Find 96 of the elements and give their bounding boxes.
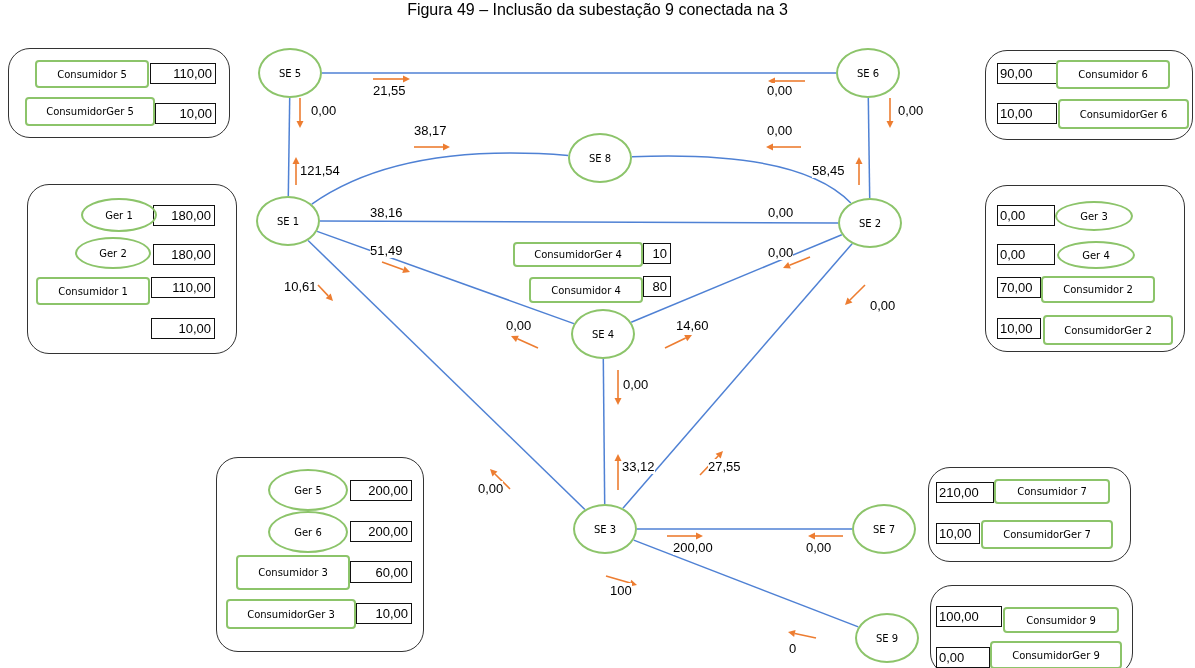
consumer-box: Consumidor 7 [994, 479, 1110, 504]
value-box: 0,00 [936, 647, 990, 668]
value-box: 200,00 [350, 521, 412, 542]
generator-ellipse: Ger 4 [1057, 241, 1135, 269]
flow-value: 100 [610, 583, 632, 598]
flow-value: 0,00 [767, 83, 793, 98]
power-line [602, 358, 606, 505]
value-box: 10 [643, 243, 671, 264]
value-box: 100,00 [936, 606, 1002, 627]
consumer-box: Consumidor 3 [236, 555, 350, 590]
substation-circle: SE 1 [256, 196, 320, 246]
consumer-box: Consumidor 5 [35, 60, 149, 88]
substation-circle: SE 4 [571, 309, 635, 359]
substation-circle: SE 9 [855, 613, 919, 663]
value-box: 210,00 [936, 482, 994, 503]
value-box: 80 [643, 276, 671, 297]
panel-box [985, 50, 1193, 140]
flow-value: 27,55 [708, 459, 741, 474]
value-box: 200,00 [350, 480, 412, 501]
power-line [307, 239, 586, 511]
flow-value: 0,00 [768, 245, 794, 260]
flow-value: 0,00 [506, 318, 532, 333]
panel-box [985, 185, 1185, 352]
value-box: 0,00 [997, 244, 1055, 265]
generator-ellipse: Ger 5 [268, 469, 348, 511]
substation-circle: SE 5 [258, 48, 322, 98]
power-line [319, 220, 839, 224]
consumer-box: ConsumidorGer 5 [25, 97, 155, 126]
value-box: 180,00 [153, 205, 215, 226]
substation-circle: SE 2 [838, 198, 902, 248]
value-box: 10,00 [155, 103, 216, 124]
consumer-box: ConsumidorGer 3 [226, 599, 356, 629]
power-line [867, 97, 871, 199]
flow-value: 0,00 [623, 377, 649, 392]
power-line [636, 528, 853, 530]
flow-value: 0 [789, 641, 797, 656]
substation-circle: SE 8 [568, 133, 632, 183]
power-line [311, 152, 569, 205]
power-line [630, 233, 843, 324]
flow-value: 21,55 [373, 83, 406, 98]
flow-value: 0,00 [870, 298, 896, 313]
generator-ellipse: Ger 2 [75, 237, 151, 269]
consumer-box: Consumidor 9 [1003, 607, 1119, 633]
flow-value: 14,60 [676, 318, 709, 333]
generator-ellipse: Ger 3 [1055, 201, 1133, 231]
consumer-box: ConsumidorGer 7 [981, 520, 1113, 549]
value-box: 0,00 [997, 205, 1055, 226]
panel-box [216, 457, 424, 652]
value-box: 70,00 [997, 277, 1041, 298]
power-line [287, 97, 291, 197]
flow-value: 0,00 [311, 103, 337, 118]
consumer-box: ConsumidorGer 4 [513, 242, 643, 267]
power-line [321, 72, 837, 74]
value-box: 10,00 [356, 603, 412, 624]
value-box: 110,00 [150, 63, 216, 84]
flow-value: 58,45 [812, 163, 845, 178]
flow-value: 0,00 [806, 540, 832, 555]
flow-value: 0,00 [767, 123, 793, 138]
consumer-box: Consumidor 1 [36, 277, 150, 305]
value-box: 60,00 [350, 561, 412, 583]
value-box: 180,00 [153, 244, 215, 265]
power-line [632, 539, 860, 628]
flow-value: 0,00 [768, 205, 794, 220]
value-box: 110,00 [151, 277, 215, 298]
consumer-box: Consumidor 4 [529, 277, 643, 303]
figure-title: Figura 49 – Inclusão da subestação 9 conectada na 3 [407, 1, 788, 18]
substation-circle: SE 7 [852, 504, 916, 554]
power-line [631, 155, 852, 204]
substation-circle: SE 6 [836, 48, 900, 98]
consumer-box: Consumidor 6 [1056, 60, 1170, 89]
panel-box [8, 48, 230, 138]
flow-value: 0,00 [478, 481, 504, 496]
power-line [316, 230, 575, 325]
value-box: 10,00 [151, 318, 215, 339]
panel-box [928, 467, 1131, 562]
consumer-box: ConsumidorGer 2 [1043, 315, 1173, 345]
flow-value: 38,16 [370, 205, 403, 220]
panel-box [27, 184, 237, 354]
value-box: 10,00 [997, 318, 1041, 339]
flow-value: 121,54 [300, 163, 340, 178]
consumer-box: Consumidor 2 [1041, 276, 1155, 303]
value-box: 90,00 [997, 63, 1057, 84]
flow-value: 200,00 [673, 540, 713, 555]
panel-box [930, 585, 1133, 668]
consumer-box: ConsumidorGer 6 [1058, 99, 1189, 129]
flow-value: 51,49 [370, 243, 403, 258]
flow-value: 33,12 [622, 459, 655, 474]
value-box: 10,00 [936, 523, 980, 544]
flow-value: 0,00 [898, 103, 924, 118]
flow-value: 10,61 [284, 279, 317, 294]
flow-value: 38,17 [414, 123, 447, 138]
power-line [622, 242, 853, 510]
value-box: 10,00 [997, 103, 1057, 124]
substation-circle: SE 3 [573, 504, 637, 554]
generator-ellipse: Ger 6 [268, 511, 348, 553]
consumer-box: ConsumidorGer 9 [990, 641, 1122, 668]
